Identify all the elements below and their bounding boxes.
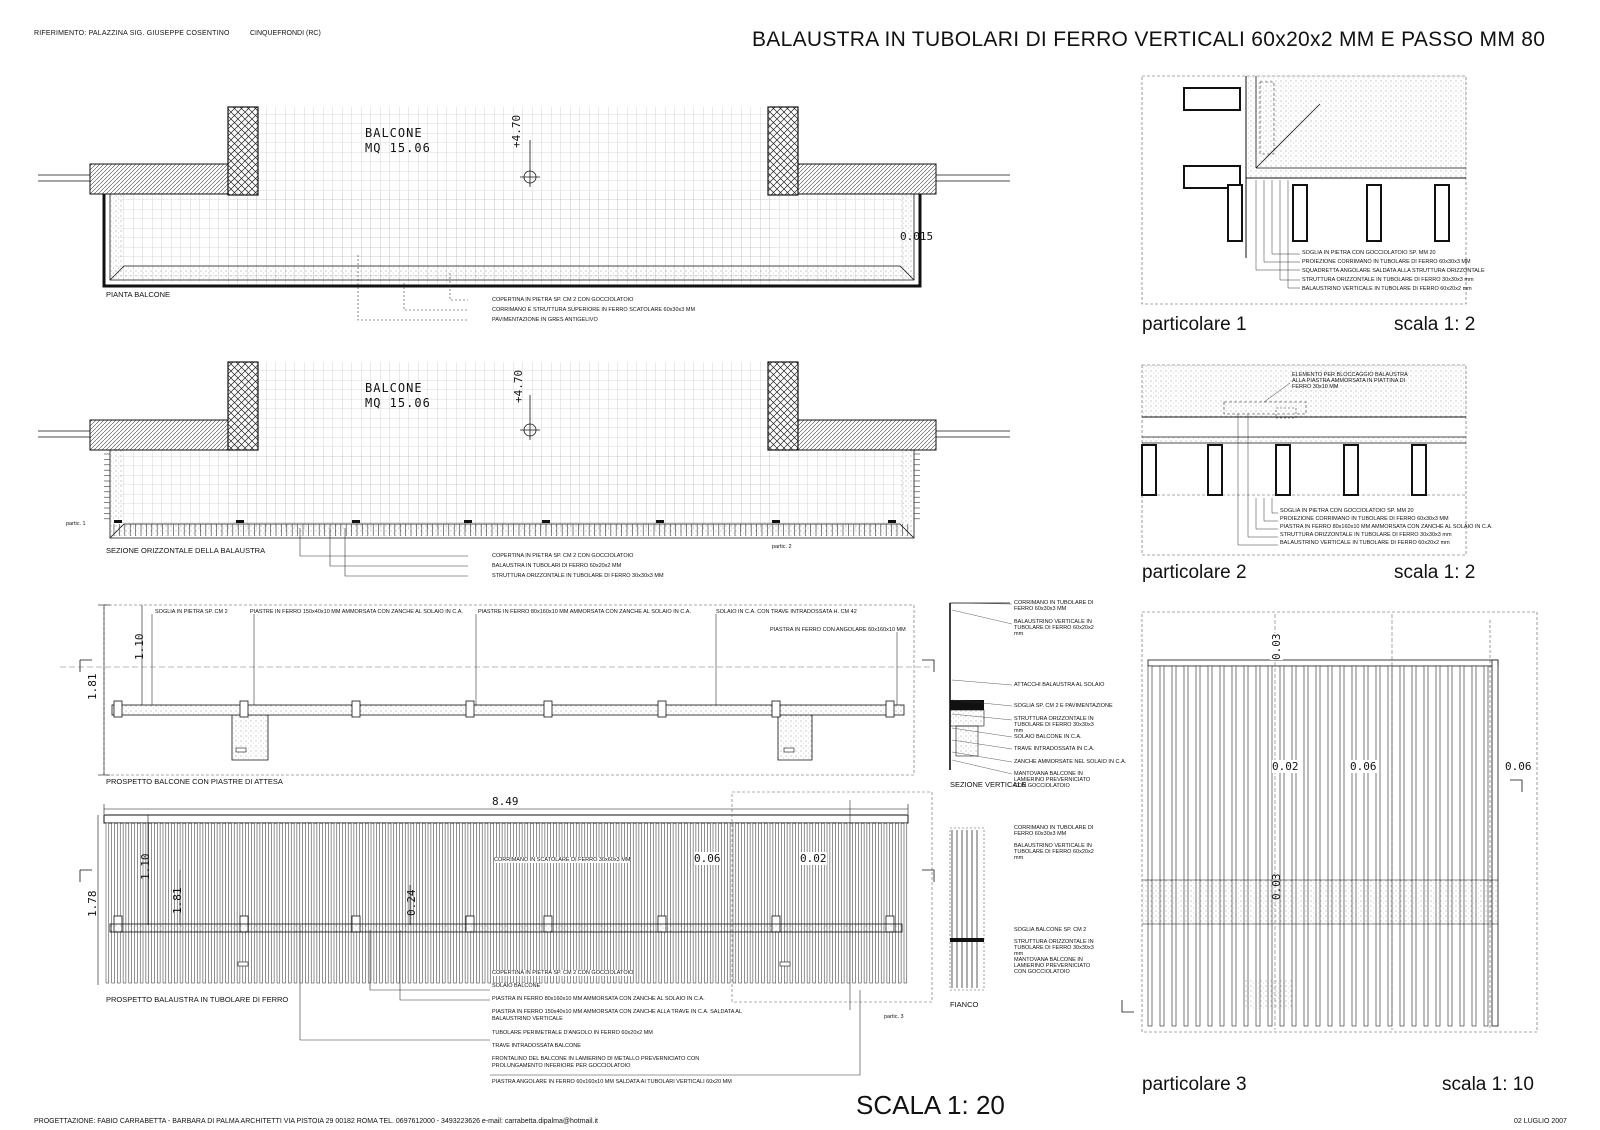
plan-caption: PIANTA BALCONE xyxy=(106,290,171,299)
el2-note: TRAVE INTRADOSSATA BALCONE xyxy=(492,1043,581,1049)
vs-note: MANTOVANA BALCONE IN LAMIERINO PREVERNIC… xyxy=(1014,771,1091,789)
section-room-name: BALCONE xyxy=(365,381,423,395)
side-view-drawing xyxy=(949,827,985,991)
drawing-title: BALAUSTRA IN TUBOLARI DI FERRO VERTICALI… xyxy=(752,28,1546,51)
el1-note: PIASTRE IN FERRO 80x160x10 MM AMMORSATA … xyxy=(478,609,691,615)
el2-dim-low: 0.24 xyxy=(405,889,418,917)
el2-note: PIASTRA ANGOLARE IN FERRO 60x160x10 MM S… xyxy=(492,1079,732,1085)
detail-3-scale: scala 1: 10 xyxy=(1442,1074,1534,1095)
d1-note: SQUADRETTA ANGOLARE SALDATA ALLA STRUTTU… xyxy=(1302,268,1485,274)
el2-dim-gap1: 0.06 xyxy=(694,852,721,865)
el1-dim-total: 1.81 xyxy=(86,673,99,701)
vs-note: SOGLIA SP. CM 2 E PAVIMENTAZIONE xyxy=(1014,703,1113,709)
el1-note: SOGLIA IN PIETRA SP. CM 2 xyxy=(155,609,228,615)
d3-dim-top: 0.03 xyxy=(1270,633,1283,660)
vs-note: CORRIMANO IN TUBOLARE DI FERRO 60x30x3 M… xyxy=(1014,600,1094,612)
d1-note: STRUTTURA ORIZZONTALE IN TUBOLARE DI FER… xyxy=(1302,277,1474,283)
section-note: BALAUSTRA IN TUBOLARI DI FERRO 60x20x2 M… xyxy=(492,563,622,569)
vs-caption: SEZIONE VERTICALE xyxy=(950,780,1027,789)
fianco-note: BALAUSTRINO VERTICALE IN TUBOLARE DI FER… xyxy=(1014,843,1094,861)
plan-note: COPERTINA IN PIETRA SP. CM 2 CON GOCCIOL… xyxy=(492,297,634,303)
plan-note: CORRIMANO E STRUTTURA SUPERIORE IN FERRO… xyxy=(492,307,696,313)
elevation-railing-drawing xyxy=(97,791,933,1076)
vs-note: STRUTTURA ORIZZONTALE IN TUBOLARE DI FER… xyxy=(1014,716,1094,734)
section-note: STRUTTURA ORIZZONTALE IN TUBOLARE DI FER… xyxy=(492,573,664,579)
vertical-section-drawing xyxy=(949,602,1013,775)
section-room-area: MQ 15.06 xyxy=(365,396,431,410)
horizontal-section-drawing xyxy=(38,361,1010,577)
plan-room-name: BALCONE xyxy=(365,126,423,140)
el2-dim-total: 1.78 xyxy=(86,890,99,918)
vs-note: ZANCHE AMMORSATE NEL SOLAIO IN C.A. xyxy=(1014,759,1127,765)
detail-3-label: particolare 3 xyxy=(1142,1074,1247,1095)
el2-dim-length: 8.49 xyxy=(492,795,519,808)
fianco-note: STRUTTURA ORIZZONTALE IN TUBOLARE DI FER… xyxy=(1014,939,1094,957)
detail-2-drawing xyxy=(1141,364,1467,556)
detail-2-label: particolare 2 xyxy=(1142,562,1247,583)
el2-note: FRONTALINO DEL BALCONE IN LAMIERINO DI M… xyxy=(492,1056,700,1069)
section-note: COPERTINA IN PIETRA SP. CM 2 CON GOCCIOL… xyxy=(492,553,634,559)
d3-dim-low: 0.03 xyxy=(1270,873,1283,901)
d1-note: SOGLIA IN PIETRA CON GOCCIOLATOIO SP. MM… xyxy=(1302,250,1436,256)
vs-note: SOLAIO BALCONE IN C.A. xyxy=(1014,734,1082,740)
project-reference: RIFERIMENTO: PALAZZINA SIG. GIUSEPPE COS… xyxy=(34,30,230,37)
d2-note: SOGLIA IN PIETRA CON GOCCIOLATOIO SP. MM… xyxy=(1280,508,1414,514)
drawing-scale: SCALA 1: 20 xyxy=(856,1090,1005,1120)
fianco-caption: FIANCO xyxy=(950,1000,979,1009)
el1-dim-upper: 1.10 xyxy=(133,633,146,661)
d3-dim-gap3: 0.06 xyxy=(1505,760,1532,773)
d3-dim-gap2: 0.06 xyxy=(1350,760,1377,773)
el2-dim-gap2: 0.02 xyxy=(800,852,827,865)
plan-room-area: MQ 15.06 xyxy=(365,141,431,155)
d2-note: STRUTTURA ORIZZONTALE IN TUBOLARE DI FER… xyxy=(1280,532,1452,538)
detail-2-scale: scala 1: 2 xyxy=(1394,562,1476,583)
section-caption: SEZIONE ORIZZONTALE DELLA BALAUSTRA xyxy=(106,546,266,555)
el2-dim-upper: 1.10 xyxy=(139,853,152,881)
plan-note: PAVIMENTAZIONE IN GRES ANTIGELIVO xyxy=(492,317,598,323)
el1-note: SOLAIO IN C.A. CON TRAVE INTRADOSSATA H.… xyxy=(716,609,857,615)
project-location: CINQUEFRONDI (RC) xyxy=(250,30,321,37)
drawing-date: 02 LUGLIO 2007 xyxy=(1514,1118,1567,1125)
detail-ref-1: partic. 1 xyxy=(66,521,86,527)
d2-top-note: ELEMENTO PER BLOCCAGGIO BALAUSTRA ALLA P… xyxy=(1292,372,1408,390)
el1-caption: PROSPETTO BALCONE CON PIASTRE DI ATTESA xyxy=(106,777,283,786)
crop-marks xyxy=(79,659,1523,1013)
plan-slope: 0.015 xyxy=(900,230,934,243)
d3-dim-gap1: 0.02 xyxy=(1272,760,1299,773)
detail-1-drawing xyxy=(1141,75,1467,305)
el2-note: PIASTRA IN FERRO 80x160x10 MM AMMORSATA … xyxy=(492,996,705,1002)
el2-rail-note: CORRIMANO IN SCATOLARE DI FERRO 30x60x3 … xyxy=(494,857,631,863)
d2-note: PROIEZIONE CORRIMANO IN TUBOLARE DI FERR… xyxy=(1280,516,1449,522)
el2-dim-mid: 1.81 xyxy=(171,887,184,915)
elevation-plates-drawing xyxy=(60,604,930,776)
design-credits: PROGETTAZIONE: FABIO CARRABETTA - BARBAR… xyxy=(34,1118,598,1125)
fianco-note: MANTOVANA BALCONE IN LAMIERINO PREVERNIC… xyxy=(1014,957,1091,975)
vs-note: ATTACCHI BALAUSTRA AL SOLAIO xyxy=(1014,682,1105,688)
fianco-note: SOGLIA BALCONE SP. CM 2 xyxy=(1014,927,1087,933)
detail-ref-2: partic. 2 xyxy=(772,544,792,550)
section-level: +4.70 xyxy=(512,369,525,403)
fianco-note: CORRIMANO IN TUBOLARE DI FERRO 60x30x3 M… xyxy=(1014,825,1094,837)
vs-note: BALAUSTRINO VERTICALE IN TUBOLARE DI FER… xyxy=(1014,619,1094,637)
el1-note: PIASTRE IN FERRO 150x40x10 MM AMMORSATA … xyxy=(250,609,463,615)
el2-note: SOLAIO BALCONE xyxy=(492,983,541,989)
d2-note: PIASTRA IN FERRO 80x160x10 MM AMMORSATA … xyxy=(1280,524,1493,530)
d1-note: PROIEZIONE CORRIMANO IN TUBOLARE DI FERR… xyxy=(1302,259,1471,265)
el2-note: COPERTINA IN PIETRA SP. CM 2 CON GOCCIOL… xyxy=(492,970,634,976)
el1-note: PIASTRA IN FERRO CON ANGOLARE 60x160x10 … xyxy=(770,627,906,633)
plan-level: +4.70 xyxy=(510,114,523,148)
vs-note: TRAVE INTRADOSSATA IN C.A. xyxy=(1014,746,1095,752)
d2-note: BALAUSTRINO VERTICALE IN TUBOLARE DI FER… xyxy=(1280,540,1450,546)
detail-3-drawing xyxy=(1141,611,1538,1033)
el2-note: TUBOLARE PERIMETRALE D'ANGOLO IN FERRO 6… xyxy=(492,1030,653,1036)
d1-note: BALAUSTRINO VERTICALE IN TUBOLARE DI FER… xyxy=(1302,286,1472,292)
detail-1-label: particolare 1 xyxy=(1142,314,1247,335)
el2-note: PIASTRA IN FERRO 150x40x10 MM AMMORSATA … xyxy=(492,1009,742,1022)
detail-ref-3: partic. 3 xyxy=(884,1014,904,1020)
detail-1-scale: scala 1: 2 xyxy=(1394,314,1476,335)
el2-caption: PROSPETTO BALAUSTRA IN TUBOLARE DI FERRO xyxy=(106,995,289,1004)
plan-drawing xyxy=(38,106,1010,321)
